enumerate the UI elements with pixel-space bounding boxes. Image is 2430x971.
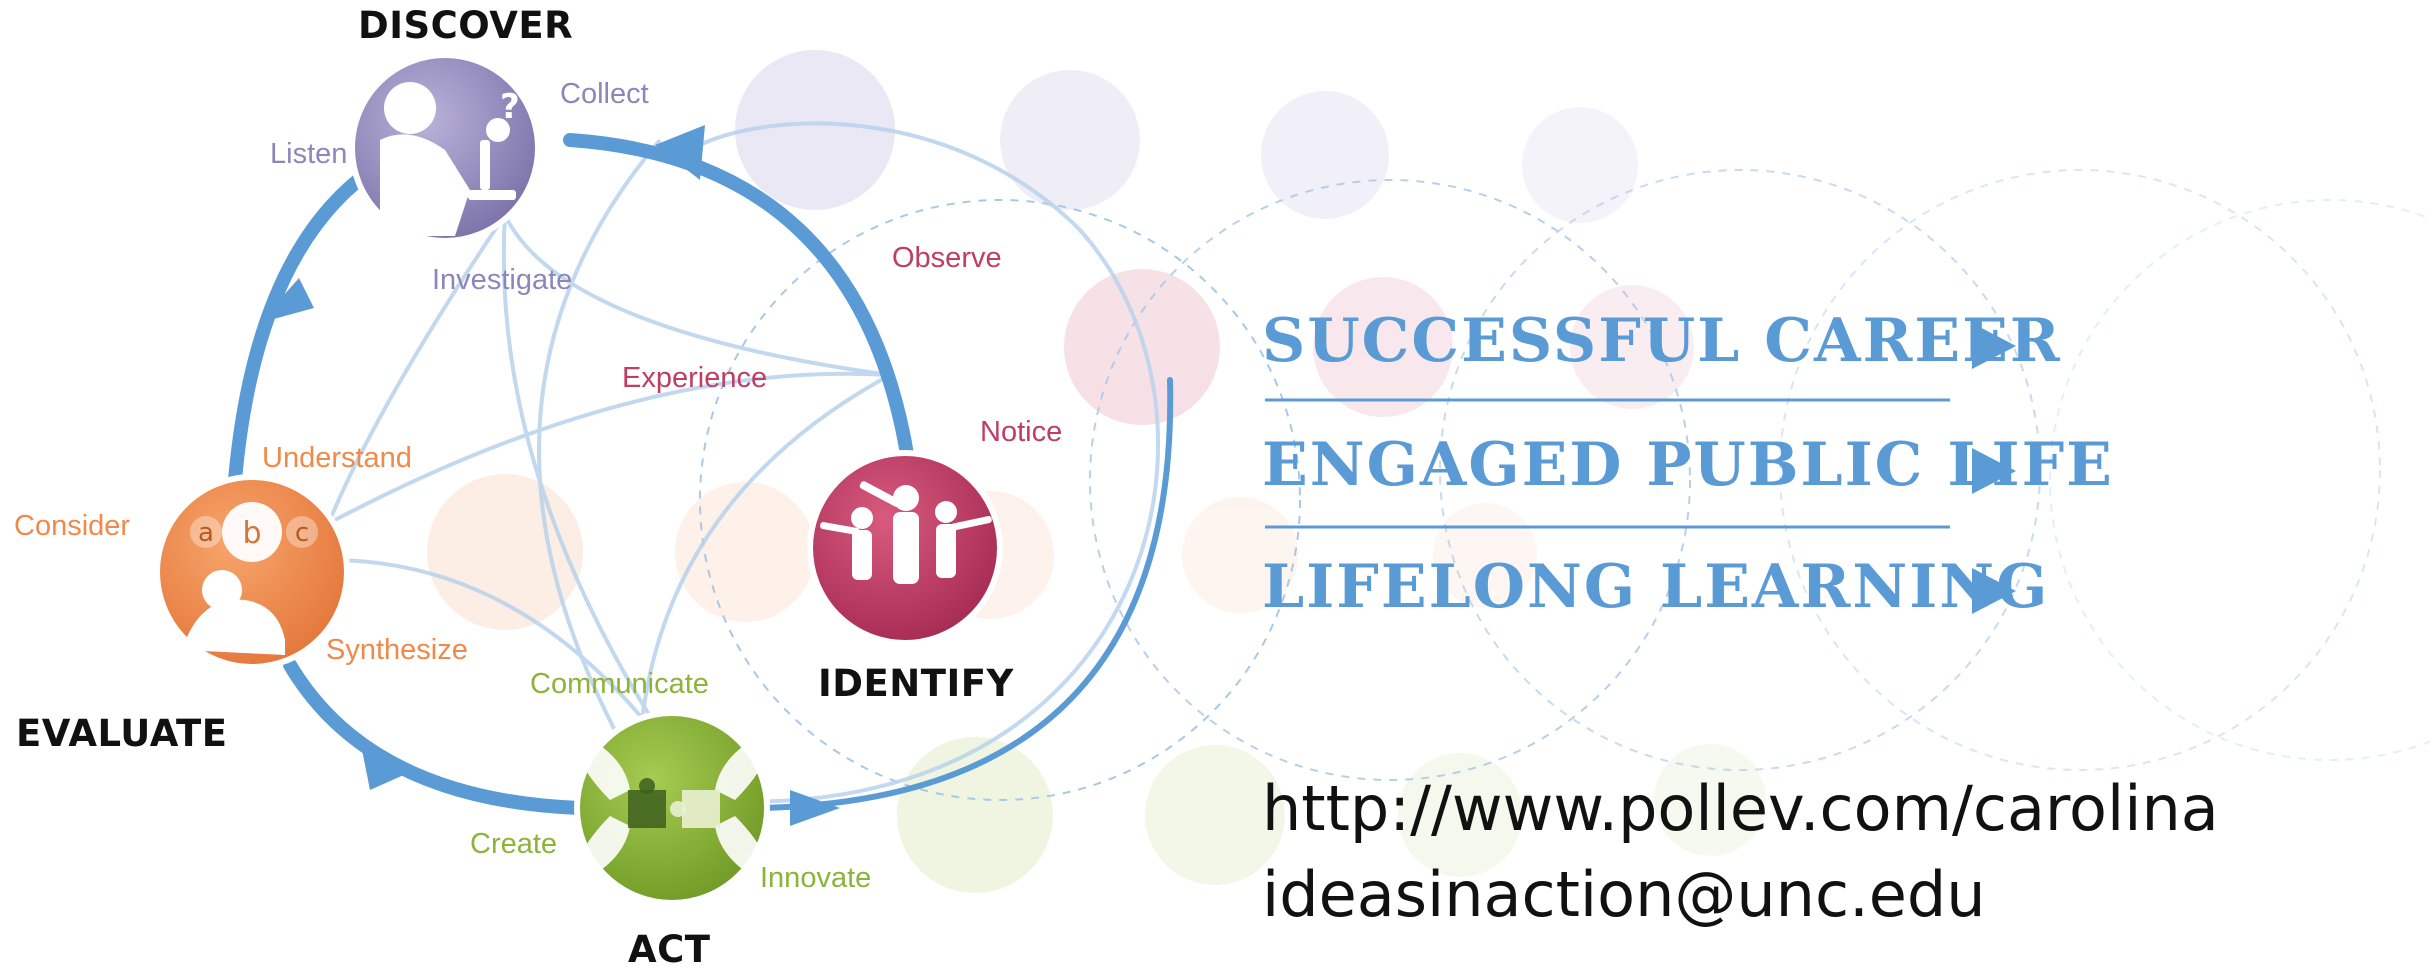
- outer-loop-curve: [689, 121, 1161, 804]
- verb-communicate: Communicate: [530, 668, 709, 700]
- verb-create: Create: [470, 828, 558, 860]
- act-node: [574, 710, 770, 906]
- bg-dot: [897, 737, 1053, 893]
- arrowhead-icon: [790, 790, 840, 826]
- outcome-engaged-public-life: ENGAGED PUBLIC LIFE: [1262, 430, 2114, 500]
- bg-dot: [1654, 744, 1766, 856]
- scientist-microscope-icon: ?: [380, 82, 520, 236]
- outcome-lifelong-learning: LIFELONG LEARNING: [1262, 552, 2050, 622]
- contact-email-link[interactable]: ideasinaction@unc.edu: [1262, 858, 1986, 931]
- bg-dot: [1313, 277, 1453, 417]
- contact-url-link[interactable]: http://www.pollev.com/carolina: [1262, 772, 2219, 845]
- dashed-ring: [1779, 169, 2381, 771]
- identify-title: IDENTIFY: [818, 662, 1014, 705]
- people-pointing-icon: [820, 481, 992, 584]
- connector-curve: [334, 371, 891, 522]
- act-title: ACT: [628, 928, 711, 971]
- arrowhead-icon: [259, 278, 314, 323]
- bg-dot: [427, 474, 583, 630]
- thinking-person-abc-icon: a b c: [182, 502, 318, 655]
- puzzle-hands-icon: [580, 740, 765, 876]
- arrowhead-icon: [655, 125, 705, 180]
- verb-notice: Notice: [980, 416, 1063, 448]
- connector-curve: [503, 214, 891, 377]
- connector-curve: [501, 214, 667, 742]
- connector-curves: [328, 121, 1161, 804]
- dashed-ring: [1089, 179, 1691, 781]
- verb-observe: Observe: [892, 242, 1002, 274]
- discover-title: DISCOVER: [358, 4, 574, 47]
- bubble-letter: b: [242, 516, 261, 551]
- bg-dot: [675, 482, 815, 622]
- outcome-successful-career: SUCCESSFUL CAREER: [1262, 306, 2062, 376]
- identify-node: [807, 450, 1003, 646]
- outcome-markers: [1265, 323, 2016, 614]
- verb-synthesize: Synthesize: [326, 634, 468, 666]
- bg-dot: [1145, 745, 1285, 885]
- bg-dot: [735, 50, 895, 210]
- bg-dot: [1064, 269, 1220, 425]
- connector-curve: [537, 138, 662, 741]
- evaluate-node: a b c: [154, 474, 350, 670]
- triangle-right-icon: [1972, 448, 2016, 494]
- bg-dot: [1522, 107, 1638, 223]
- verb-listen: Listen: [270, 138, 348, 170]
- discover-node: ?: [349, 52, 541, 244]
- bubble-letter: c: [295, 518, 309, 548]
- connector-curve: [638, 373, 891, 741]
- bubble-letter: a: [198, 518, 214, 548]
- triangle-right-icon: [1972, 323, 2016, 369]
- verb-innovate: Innovate: [760, 862, 872, 894]
- svg-text:?: ?: [500, 87, 520, 127]
- verb-consider: Consider: [14, 510, 131, 542]
- verb-collect: Collect: [560, 78, 649, 110]
- connector-curve: [328, 213, 507, 521]
- arrowhead-icon: [360, 740, 415, 790]
- triangle-right-icon: [1972, 568, 2016, 614]
- bg-dot: [1398, 753, 1522, 877]
- verb-investigate: Investigate: [432, 264, 573, 296]
- dashed-ring: [699, 199, 1301, 801]
- bg-dot: [1433, 503, 1537, 607]
- arc-act-to-identify: [757, 377, 1174, 811]
- connector-curve: [329, 558, 662, 742]
- bg-dot: [1261, 91, 1389, 219]
- verb-understand: Understand: [262, 442, 412, 474]
- dashed-ring: [1439, 169, 2041, 771]
- bg-dot: [1000, 70, 1140, 210]
- dashed-ring: [2049, 199, 2430, 761]
- arc-identify-to-discover: [563, 133, 915, 467]
- evaluate-title: EVALUATE: [16, 712, 228, 755]
- bg-dot: [1570, 285, 1694, 409]
- verb-experience: Experience: [622, 362, 768, 394]
- arrowheads: [259, 125, 840, 826]
- background-dashed-rings: [699, 169, 2430, 801]
